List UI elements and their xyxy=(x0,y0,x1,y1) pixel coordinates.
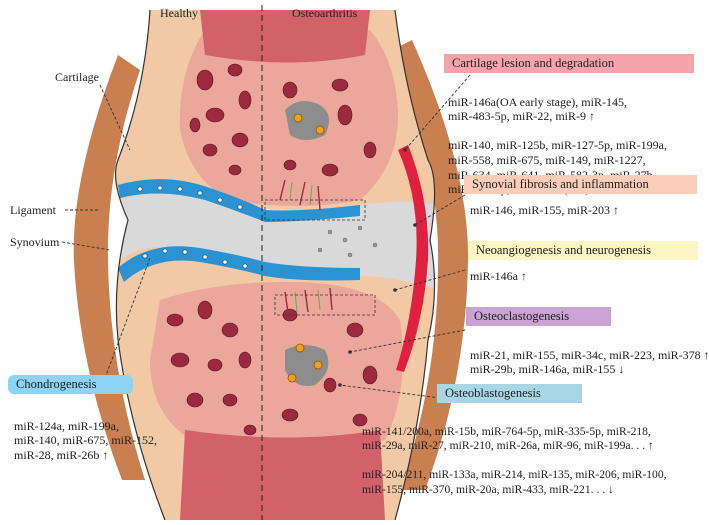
osteoclastogenesis-title: Osteoclastogenesis xyxy=(466,307,611,326)
osteoclastogenesis-mirnas: miR-21, miR-155, miR-34c, miR-223, miR-3… xyxy=(470,347,709,377)
chondrogenesis-mirnas: miR-124a, miR-199a, miR-140, miR-675, mi… xyxy=(14,418,158,462)
cartilage-lesion-title: Cartilage lesion and degradation xyxy=(444,54,694,73)
chondrogenesis-title: Chondrogenesis xyxy=(8,375,133,394)
upper-cartilage xyxy=(118,179,265,222)
osteoblastogenesis-title: Osteoblastogenesis xyxy=(437,384,582,403)
joint-capsule xyxy=(73,40,469,490)
synovial-fibrosis-title: Synovial fibrosis and inflammation xyxy=(464,175,697,194)
ligament-label: Ligament xyxy=(10,203,56,217)
synovial-fibrosis-mirnas: miR-146, miR-155, miR-203 ↑ xyxy=(470,203,620,217)
cartilage-label: Cartilage xyxy=(55,70,99,84)
healthy-label: Healthy xyxy=(160,6,198,20)
neoangiogenesis-mirnas: miR-146a ↑ xyxy=(470,269,527,283)
synovium-label: Synovium xyxy=(10,235,60,249)
lower-bone-marrow xyxy=(150,281,403,452)
osteoblastogenesis-mirnas: miR-141/200a, miR-15b, miR-764-5p, miR-3… xyxy=(362,424,667,496)
lower-cartilage xyxy=(118,246,265,282)
cartilage-lesion-mirnas: miR-146a(OA early stage), miR-145, miR-4… xyxy=(448,94,667,197)
osteoarthritis-label: Osteoarthritis xyxy=(292,6,358,20)
neoangiogenesis-title: Neoangiogenesis and neurogenesis xyxy=(468,241,698,260)
